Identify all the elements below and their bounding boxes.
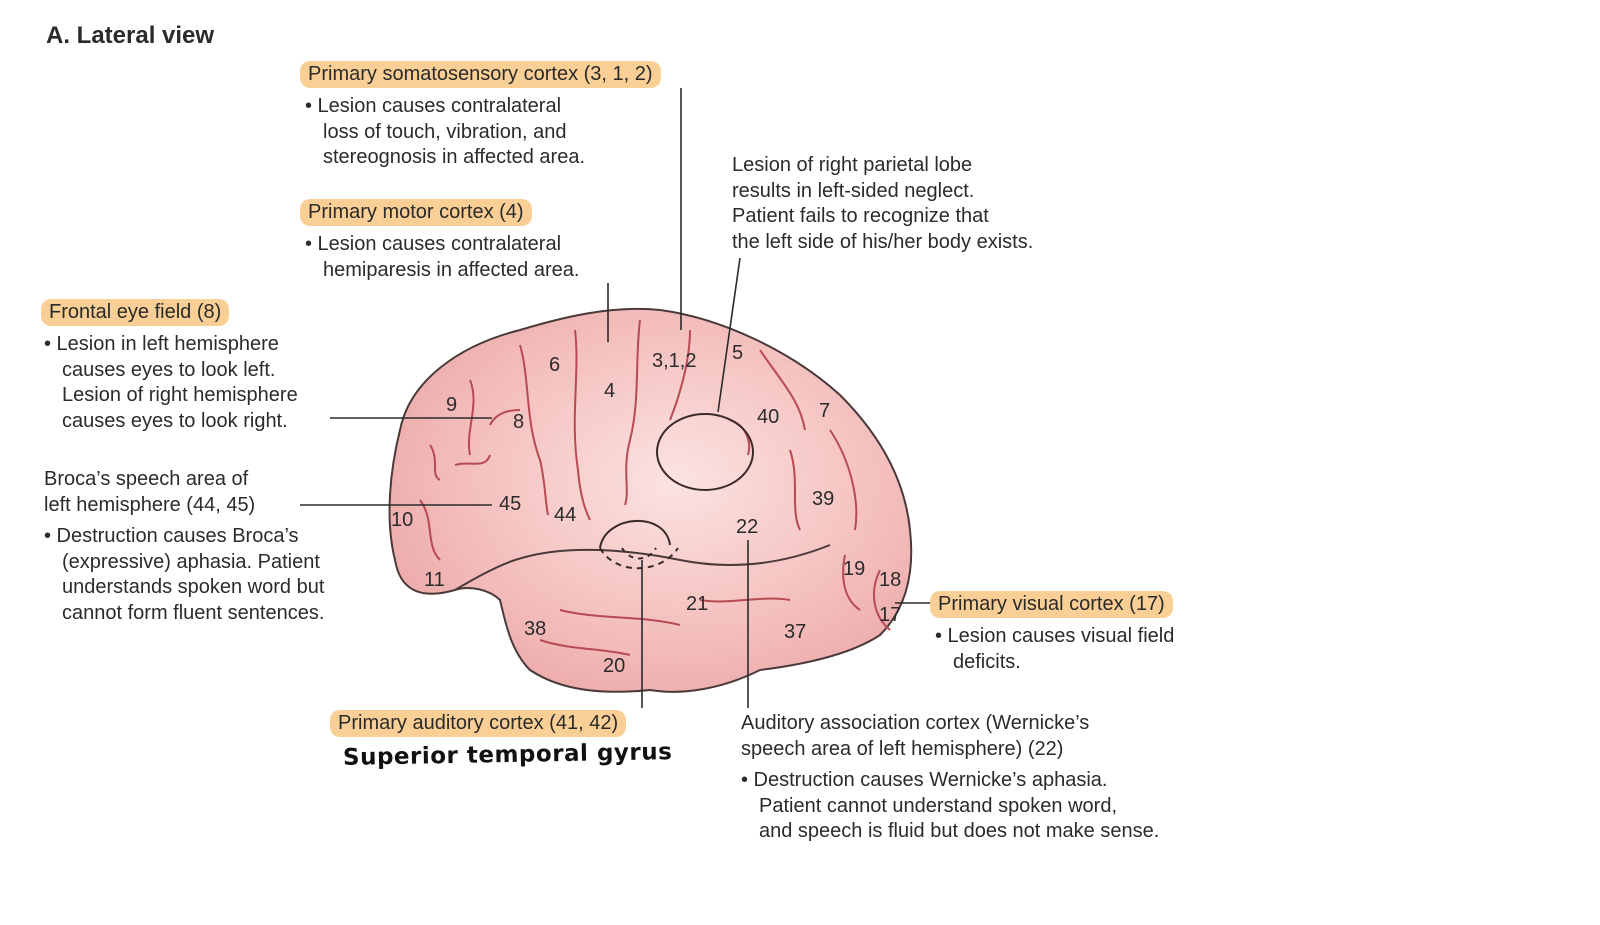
area-45: 45 [499, 493, 521, 515]
broca-callout: Broca’s speech area of left hemisphere (… [44, 467, 324, 626]
somatosensory-callout: Primary somatosensory cortex (3, 1, 2) •… [300, 61, 661, 171]
area-3-1-2: 3,1,2 [652, 350, 696, 372]
leader-parietal [717, 257, 741, 413]
wernicke-bullet-2: Patient cannot understand spoken word, [759, 794, 1118, 817]
broca-bullet-1: • Destruction causes Broca’s [44, 525, 299, 547]
figure-title: A. Lateral view [46, 22, 215, 49]
broca-bullet-4: cannot form fluent sentences. [62, 601, 325, 624]
frontal-eye-line-2: causes eyes to look left. [62, 358, 276, 381]
area-8: 8 [513, 411, 524, 433]
parietal-line-2: results in left-sided neglect. [732, 179, 975, 202]
frontal-eye-heading: Frontal eye field (8) [41, 299, 230, 326]
visual-callout: Primary visual cortex (17) • Lesion caus… [930, 591, 1174, 675]
broca-bullet-3: understands spoken word but [62, 576, 325, 598]
area-6: 6 [549, 354, 560, 376]
visual-line-2: deficits. [953, 650, 1021, 673]
somatosensory-heading: Primary somatosensory cortex (3, 1, 2) [300, 61, 661, 88]
frontal-eye-line-1: • Lesion in left hemisphere [44, 333, 279, 355]
wernicke-bullet-3: and speech is fluid but does not make se… [759, 820, 1160, 842]
area-22: 22 [736, 516, 758, 538]
frontal-eye-line-3: Lesion of right hemisphere [62, 384, 298, 406]
area-17: 17 [879, 604, 901, 626]
area-37: 37 [784, 621, 806, 643]
area-18: 18 [879, 569, 901, 591]
broca-line-1: Broca’s speech area of [44, 468, 249, 490]
area-40: 40 [757, 406, 779, 428]
area-4: 4 [604, 380, 615, 402]
somatosensory-line-2: loss of touch, vibration, and [323, 120, 567, 143]
parietal-line-4: the left side of his/her body exists. [732, 230, 1034, 253]
wernicke-line-2: speech area of left hemisphere) (22) [741, 737, 1064, 760]
area-19: 19 [843, 558, 865, 580]
broca-line-2: left hemisphere (44, 45) [44, 493, 256, 516]
visual-heading: Primary visual cortex (17) [930, 591, 1173, 618]
area-5: 5 [732, 342, 743, 364]
parietal-line-1: Lesion of right parietal lobe [732, 154, 973, 176]
wernicke-callout: Auditory association cortex (Wernicke’s … [741, 711, 1159, 845]
area-11: 11 [424, 569, 445, 591]
area-7: 7 [819, 400, 830, 422]
parietal-line-3: Patient fails to recognize that [732, 205, 989, 227]
motor-callout: Primary motor cortex (4) • Lesion causes… [300, 199, 579, 283]
auditory-heading: Primary auditory cortex (41, 42) [330, 710, 627, 737]
motor-heading: Primary motor cortex (4) [300, 199, 532, 226]
somatosensory-line-3: stereognosis in affected area. [323, 146, 586, 168]
motor-line-2: hemiparesis in affected area. [323, 258, 580, 281]
auditory-callout: Primary auditory cortex (41, 42) [330, 710, 627, 737]
frontal-eye-line-4: causes eyes to look right. [62, 409, 288, 432]
area-38: 38 [524, 618, 546, 640]
visual-line-1: • Lesion causes visual field [935, 625, 1175, 647]
area-9: 9 [446, 394, 457, 416]
frontal-eye-callout: Frontal eye field (8) • Lesion in left h… [41, 299, 298, 434]
broca-bullet-2: (expressive) aphasia. Patient [62, 550, 320, 573]
parietal-callout: Lesion of right parietal lobe results in… [732, 153, 1033, 255]
area-20: 20 [603, 655, 625, 677]
wernicke-bullet-1: • Destruction causes Wernicke’s aphasia. [741, 769, 1108, 791]
area-21: 21 [686, 593, 708, 615]
area-39: 39 [812, 488, 834, 510]
motor-line-1: • Lesion causes contralateral [305, 233, 562, 255]
wernicke-line-1: Auditory association cortex (Wernicke’s [741, 712, 1090, 734]
area-44: 44 [554, 504, 576, 526]
area-10: 10 [391, 509, 413, 531]
somatosensory-line-1: • Lesion causes contralateral [305, 95, 562, 117]
